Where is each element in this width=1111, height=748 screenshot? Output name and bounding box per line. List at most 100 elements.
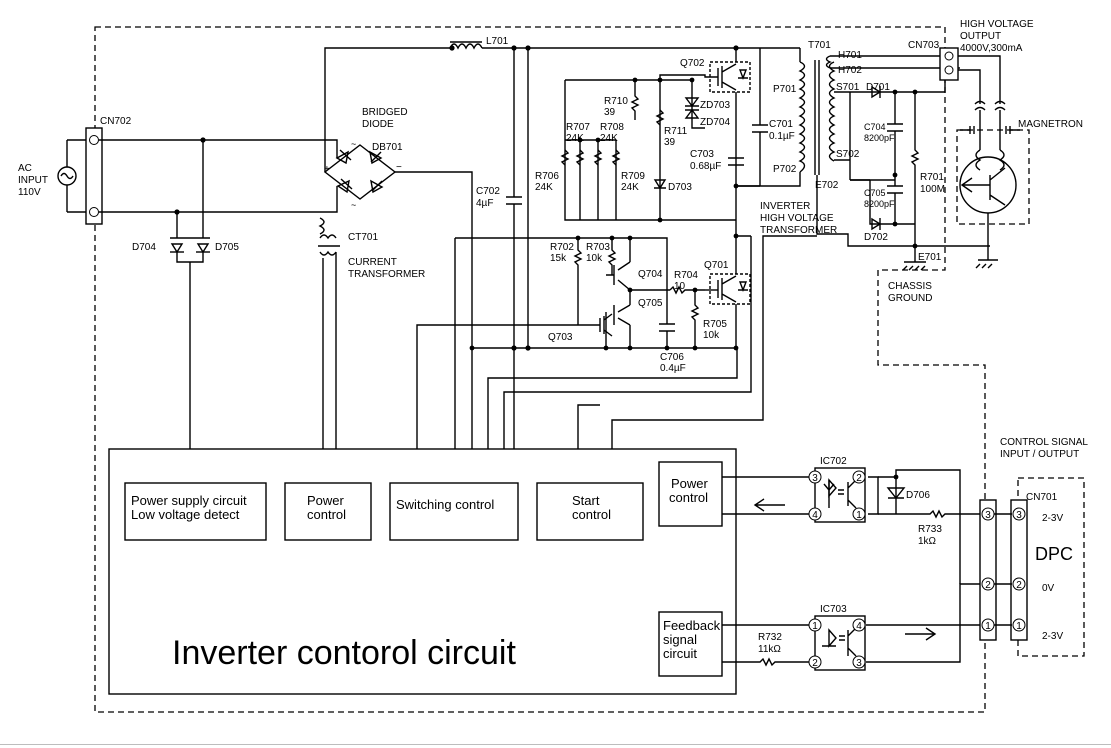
svg-text:3: 3 <box>1016 510 1022 521</box>
voltage-top: 2-3V <box>1042 513 1063 524</box>
control-feed-wires <box>416 235 817 483</box>
svg-text:−: − <box>396 162 402 173</box>
r707-label: R707 <box>566 122 590 133</box>
svg-text:INPUT: INPUT <box>18 175 48 186</box>
svg-text:1: 1 <box>856 510 862 521</box>
d704-d705-diodes <box>170 140 210 483</box>
svg-text:HIGH VOLTAGE: HIGH VOLTAGE <box>760 213 834 224</box>
p701-label: P701 <box>773 84 797 95</box>
svg-text:8200pF: 8200pF <box>864 133 895 143</box>
dpc-outline <box>1017 477 1085 657</box>
ic702-optocoupler <box>722 467 986 523</box>
svg-text:TRANSFORMER: TRANSFORMER <box>760 225 837 236</box>
power-supply-block <box>124 482 267 541</box>
zd703-label: ZD703 <box>700 100 730 111</box>
p702-label: P702 <box>773 164 797 175</box>
t701-transformer <box>736 48 990 247</box>
h702-label: H702 <box>838 65 862 76</box>
cn701-label: CN701 <box>1026 492 1058 503</box>
svg-text:~: ~ <box>351 200 356 210</box>
magnetron-label: MAGNETRON <box>1018 119 1083 130</box>
svg-text:110V: 110V <box>18 187 41 198</box>
r706-label: R706 <box>535 171 559 182</box>
c704-label: C704 <box>864 122 886 132</box>
svg-text:control: control <box>669 490 708 505</box>
dpc-label: DPC <box>1035 544 1073 564</box>
r705-label: R705 <box>703 319 727 330</box>
t701-label: T701 <box>808 40 831 51</box>
r733-label: R733 <box>918 524 942 535</box>
cn701-right-connector <box>1010 499 1028 641</box>
svg-text:10k: 10k <box>703 330 720 341</box>
r701-label: R701 <box>920 172 944 183</box>
power-control-block-left <box>284 482 372 541</box>
chassis-ground-label: CHASSIS <box>888 281 932 292</box>
svg-text:10: 10 <box>674 281 686 292</box>
c702-capacitor <box>506 48 522 348</box>
magnetron-symbol <box>958 55 1020 269</box>
svg-text:Power: Power <box>307 493 345 508</box>
d705-label: D705 <box>215 242 239 253</box>
svg-text:~: ~ <box>351 139 356 149</box>
svg-text:10k: 10k <box>586 253 603 264</box>
q702-label: Q702 <box>680 58 705 69</box>
c705-label: C705 <box>864 188 886 198</box>
feedback-circuit-block <box>658 611 723 677</box>
svg-text:3: 3 <box>856 658 862 669</box>
l701-inductor <box>449 41 800 50</box>
svg-text:24K: 24K <box>566 133 584 144</box>
r710-label: R710 <box>604 96 628 107</box>
svg-text:Power: Power <box>671 476 709 491</box>
ct701-label: CT701 <box>348 232 378 243</box>
svg-text:0.68µF: 0.68µF <box>690 161 721 172</box>
ic702-pins: 3 2 4 1 <box>808 470 866 521</box>
svg-text:DIODE: DIODE <box>362 119 394 130</box>
q702-igbt <box>659 48 751 236</box>
svg-text:TRANSFORMER: TRANSFORMER <box>348 269 425 280</box>
board-outline <box>94 26 986 713</box>
c703-label: C703 <box>690 149 714 160</box>
svg-text:100M: 100M <box>920 184 945 195</box>
svg-text:1: 1 <box>1016 621 1022 632</box>
db701-label: DB701 <box>372 142 403 153</box>
h701-label: H701 <box>838 50 862 61</box>
svg-text:1kΩ: 1kΩ <box>918 536 937 547</box>
svg-text:11kΩ: 11kΩ <box>758 644 781 655</box>
svg-text:39: 39 <box>664 137 676 148</box>
svg-text:24K: 24K <box>621 182 639 193</box>
cn703-label: CN703 <box>908 40 940 51</box>
svg-text:8200pF: 8200pF <box>864 199 895 209</box>
r711-label: R711 <box>664 126 688 137</box>
ac-wire-top <box>99 139 338 158</box>
svg-text:1: 1 <box>985 621 991 632</box>
lower-switching-network <box>454 236 751 470</box>
q705-label: Q705 <box>638 298 663 309</box>
svg-text:Start: Start <box>572 493 600 508</box>
power-control-block-right <box>658 461 723 527</box>
svg-text:+: + <box>324 164 330 175</box>
r704-label: R704 <box>674 270 698 281</box>
svg-text:4: 4 <box>812 510 818 521</box>
svg-text:0.4µF: 0.4µF <box>660 363 686 374</box>
svg-text:Feedback: Feedback <box>663 618 721 633</box>
svg-text:2: 2 <box>985 580 991 591</box>
control-signal-label: CONTROL SIGNAL <box>1000 437 1088 448</box>
ic702-label: IC702 <box>820 456 847 467</box>
ct701-transformer <box>318 217 340 483</box>
voltage-bottom: 2-3V <box>1042 631 1063 642</box>
db701-bridge <box>320 47 473 348</box>
svg-text:24K: 24K <box>535 182 553 193</box>
hv-output-label: HIGH VOLTAGE <box>960 19 1034 30</box>
svg-text:4: 4 <box>856 621 862 632</box>
svg-text:circuit: circuit <box>663 646 697 661</box>
d706-label: D706 <box>906 490 930 501</box>
r702-label: R702 <box>550 242 574 253</box>
svg-text:Switching control: Switching control <box>396 497 494 512</box>
cn702-label: CN702 <box>100 116 132 127</box>
start-control-block <box>536 482 644 541</box>
magnetron-outline <box>956 129 1030 225</box>
hv-rectifier <box>850 68 946 246</box>
q704-label: Q704 <box>638 269 663 280</box>
svg-text:2: 2 <box>812 658 818 669</box>
